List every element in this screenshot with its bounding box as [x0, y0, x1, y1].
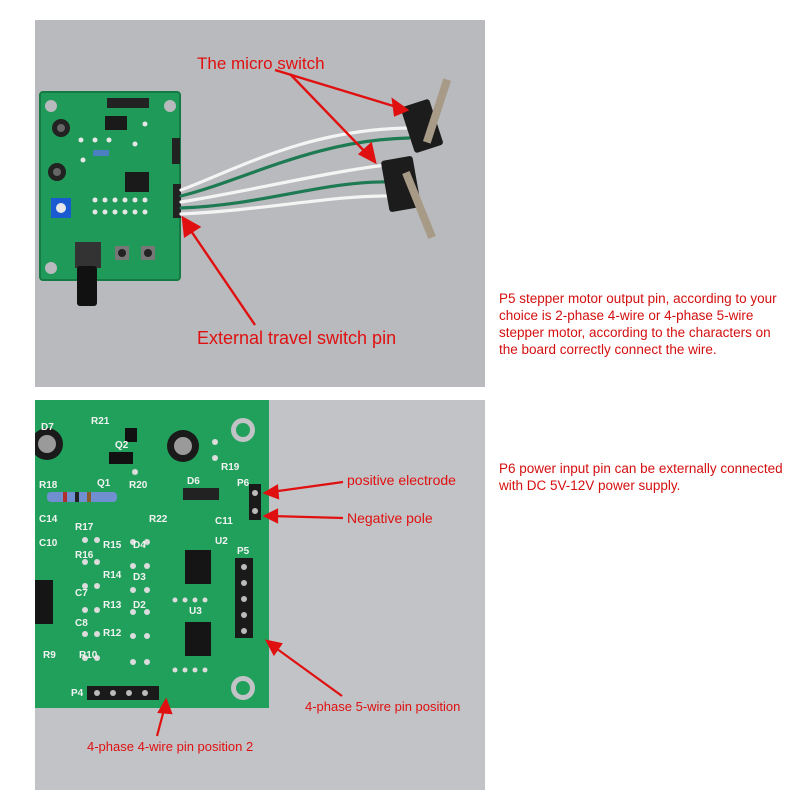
bottom-photo-panel: R21 D7 Q2 R19 R18 Q1 R20 D6 R22 C11 C14 …	[35, 400, 485, 790]
ic-chip	[105, 116, 127, 130]
silk-p4: P4	[71, 688, 84, 699]
ic-u2	[185, 550, 211, 584]
top-board-photo	[39, 68, 452, 326]
silk-q2: Q2	[115, 440, 129, 451]
wire-white	[179, 194, 393, 216]
silk-r14: R14	[103, 570, 122, 581]
silk-r20: R20	[129, 480, 148, 491]
silk-r15: R15	[103, 540, 122, 551]
silk-u2: U2	[215, 536, 228, 547]
silk-r21: R21	[91, 416, 110, 427]
silk-r19: R19	[221, 462, 240, 473]
silk-d3: D3	[133, 572, 146, 583]
pcb-board	[40, 92, 180, 280]
wire-white	[179, 126, 409, 192]
silk-p5: P5	[237, 546, 250, 557]
wire-green	[179, 180, 395, 210]
silk-c10: C10	[39, 538, 58, 549]
wire-green	[179, 136, 411, 198]
knob-shaft	[77, 266, 97, 306]
silk-r17: R17	[75, 522, 94, 533]
silk-r22: R22	[149, 514, 168, 525]
label-positive-electrode: positive electrode	[347, 472, 456, 488]
label-4wire-pin-position-2: 4-phase 4-wire pin position 2	[87, 739, 254, 754]
silk-u3: U3	[189, 606, 202, 617]
silk-c7: C7	[75, 588, 88, 599]
silk-r10: R10	[79, 650, 98, 661]
silk-c8: C8	[75, 618, 88, 629]
label-5wire-pin-position: 4-phase 5-wire pin position	[305, 699, 461, 714]
bottom-board-photo: R21 D7 Q2 R19 R18 Q1 R20 D6 R22 C11 C14 …	[35, 400, 344, 737]
silk-r18: R18	[39, 480, 58, 491]
p5-description: P5 stepper motor output pin, according t…	[499, 291, 777, 357]
silk-c11: C11	[215, 516, 233, 527]
wire-white	[179, 162, 397, 204]
ic-chip	[125, 172, 149, 192]
silk-r12: R12	[103, 628, 122, 639]
silk-r9: R9	[43, 650, 56, 661]
silk-c14: C14	[39, 514, 58, 525]
silk-p6: P6	[237, 478, 250, 489]
label-negative-pole: Negative pole	[347, 510, 433, 526]
silk-q1: Q1	[97, 478, 111, 489]
silk-r13: R13	[103, 600, 122, 611]
silk-d4: D4	[133, 540, 146, 551]
micro-switch	[381, 156, 436, 239]
header-p6	[249, 484, 261, 520]
silk-r16: R16	[75, 550, 94, 561]
ic-u3	[185, 622, 211, 656]
label-external-travel-switch-pin: External travel switch pin	[197, 328, 397, 348]
silk-d2: D2	[133, 600, 146, 611]
header-p4	[87, 686, 159, 700]
pcb-board	[35, 400, 269, 708]
label-micro-switch: The micro switch	[197, 54, 325, 73]
p6-description: P6 power input pin can be externally con…	[499, 461, 783, 493]
silk-d7: D7	[41, 422, 54, 433]
micro-switch	[401, 78, 452, 153]
silk-d6: D6	[187, 476, 200, 487]
top-photo-panel: The micro switch External travel switch …	[35, 20, 485, 387]
